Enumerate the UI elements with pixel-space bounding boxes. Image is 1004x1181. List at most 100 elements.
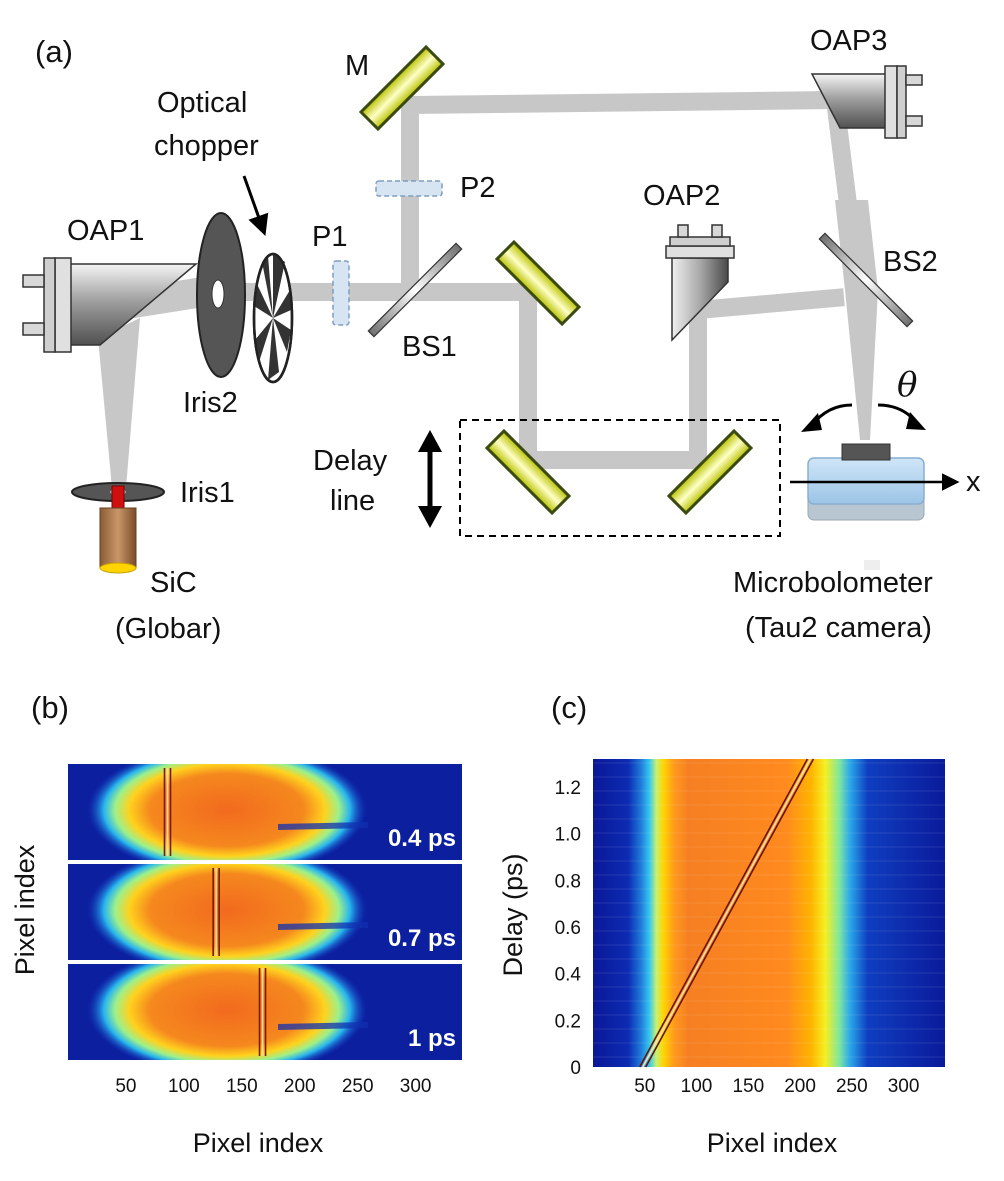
oap3-mirror bbox=[810, 65, 923, 139]
noise-stripe bbox=[593, 790, 945, 792]
oap1-mirror bbox=[22, 257, 199, 353]
delay-mirror-right bbox=[666, 428, 754, 516]
noise-stripe bbox=[593, 1014, 945, 1016]
label-p2: P2 bbox=[460, 172, 495, 204]
label-iris2: Iris2 bbox=[183, 387, 238, 419]
optical-chopper bbox=[252, 252, 294, 384]
noise-stripe bbox=[593, 846, 945, 848]
x-tick-label: 300 bbox=[888, 1076, 920, 1097]
label-sic: SiC bbox=[150, 567, 197, 599]
label-oap3: OAP3 bbox=[810, 25, 887, 57]
label-globar: (Globar) bbox=[115, 613, 221, 645]
label-bs2: BS2 bbox=[883, 246, 938, 278]
panel-b-frames: 0.4 ps 0.7 ps 1 ps bbox=[68, 764, 462, 1060]
noise-stripe bbox=[593, 874, 945, 876]
noise-stripe bbox=[593, 930, 945, 932]
mirror-top-right-of-bs1 bbox=[494, 239, 582, 327]
noise-stripe bbox=[593, 762, 945, 764]
y-tick-label: 0.6 bbox=[555, 918, 581, 939]
polarizer-p2 bbox=[375, 180, 443, 197]
fringe-trace-dark bbox=[638, 758, 809, 1068]
noise-stripe bbox=[593, 902, 945, 904]
y-tick-label: 1.0 bbox=[555, 825, 581, 846]
x-tick-label: 50 bbox=[634, 1076, 655, 1097]
label-iris1: Iris1 bbox=[180, 477, 235, 509]
x-tick-label: 200 bbox=[284, 1076, 316, 1097]
x-tick-label: 150 bbox=[226, 1076, 258, 1097]
noise-stripe bbox=[593, 972, 945, 974]
label-delay-line-1: Delay bbox=[313, 445, 388, 477]
label-optical-chopper-2: chopper bbox=[154, 130, 259, 162]
delay-line-box bbox=[459, 419, 781, 537]
x-tick-label: 100 bbox=[168, 1076, 200, 1097]
noise-stripe bbox=[593, 818, 945, 820]
noise-stripe bbox=[593, 986, 945, 988]
x-tick-label: 250 bbox=[836, 1076, 868, 1097]
theta-arrow-left-head bbox=[801, 413, 822, 432]
panel-b-frame-1: 0.4 ps bbox=[68, 764, 462, 860]
label-theta: θ bbox=[897, 365, 917, 405]
beam-splitter-bs2 bbox=[818, 232, 914, 328]
panel-a-label: (a) bbox=[35, 34, 73, 69]
delay-line-double-arrow bbox=[418, 430, 442, 528]
panel-b-xlabel: Pixel index bbox=[193, 1128, 324, 1158]
label-optical-chopper-1: Optical bbox=[157, 87, 247, 119]
noise-stripe bbox=[593, 1042, 945, 1044]
noise-stripe bbox=[593, 888, 945, 890]
noise-stripe bbox=[593, 1028, 945, 1030]
delay-beam bbox=[519, 283, 845, 469]
frame-streak bbox=[278, 1022, 368, 1030]
delay-tag: 0.7 ps bbox=[388, 925, 456, 952]
panel-c-ylabel: Delay (ps) bbox=[498, 853, 528, 976]
frame-streak bbox=[278, 922, 368, 930]
y-tick-label: 1.2 bbox=[555, 778, 581, 799]
chopper-pointer-arrow bbox=[242, 175, 269, 236]
label-m: M bbox=[345, 50, 369, 82]
y-tick-label: 0 bbox=[570, 1058, 581, 1079]
x-tick-label: 250 bbox=[342, 1076, 374, 1097]
frame-streak bbox=[278, 822, 368, 830]
panel-c-xlabel: Pixel index bbox=[707, 1128, 838, 1158]
panel-c-heatmap bbox=[593, 758, 945, 1068]
x-tick-label: 150 bbox=[732, 1076, 764, 1097]
noise-stripe bbox=[593, 916, 945, 918]
panel-c-yticks: 0 0.2 0.4 0.6 0.8 1.0 1.2 bbox=[555, 778, 582, 1079]
label-bs1: BS1 bbox=[402, 331, 457, 363]
noise-stripe bbox=[593, 776, 945, 778]
beam-splitter-bs1 bbox=[367, 242, 463, 338]
noise-stripe bbox=[593, 832, 945, 834]
noise-stripe bbox=[593, 944, 945, 946]
polarizer-p1 bbox=[332, 260, 350, 326]
panel-b-frame-3: 1 ps bbox=[68, 964, 462, 1060]
x-tick-label: 200 bbox=[784, 1076, 816, 1097]
globar-source bbox=[99, 485, 137, 574]
y-tick-label: 0.8 bbox=[555, 871, 581, 892]
setup-diagram: (a) M OAP3 Optical chopper P2 OAP2 OAP1 … bbox=[22, 25, 981, 645]
y-tick-label: 0.4 bbox=[555, 965, 582, 986]
label-tau2-camera: (Tau2 camera) bbox=[745, 612, 932, 644]
noise-stripe bbox=[593, 1000, 945, 1002]
x-tick-label: 300 bbox=[400, 1076, 432, 1097]
panel-b-label: (b) bbox=[31, 690, 69, 725]
panel-b-ylabel: Pixel index bbox=[10, 844, 40, 975]
theta-arrow-right-head bbox=[906, 412, 926, 430]
fringe-trace-light bbox=[641, 758, 812, 1068]
beam-spot bbox=[87, 764, 367, 860]
panel-c-label: (c) bbox=[551, 690, 587, 725]
oap2-mirror bbox=[665, 224, 735, 342]
noise-stripe bbox=[593, 1056, 945, 1058]
label-microbolometer: Microbolometer bbox=[733, 567, 933, 599]
label-oap1: OAP1 bbox=[67, 215, 144, 247]
label-x: x bbox=[966, 466, 981, 498]
fringe-trace-dark-2 bbox=[644, 758, 815, 1068]
delay-mirror-left bbox=[484, 428, 572, 516]
y-tick-label: 0.2 bbox=[555, 1011, 581, 1032]
focused-beam bbox=[835, 200, 878, 440]
beam-spot bbox=[87, 964, 367, 1060]
delay-tag: 0.4 ps bbox=[388, 825, 456, 852]
noise-stripe bbox=[593, 804, 945, 806]
